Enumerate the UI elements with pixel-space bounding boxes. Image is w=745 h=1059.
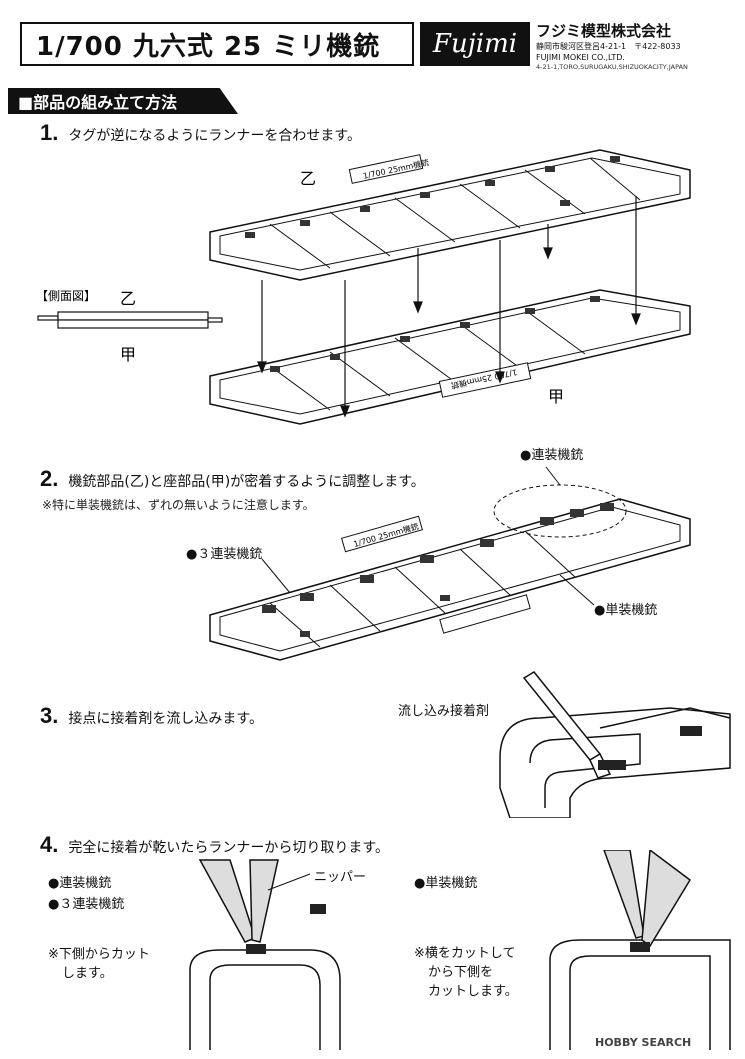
step-1-number: 1. <box>40 120 59 145</box>
step-1-illustration: 乙 1/700 25mm機銃 1/700 25mm機銃 甲 【側面図】 <box>36 149 691 425</box>
maker-address-en: 4-21-1,TORO,SURUGAKU,SHIZUOKACITY,JAPAN <box>536 63 688 71</box>
nipper-tool-right <box>603 850 691 948</box>
step-3-heading: 3. 接点に接着剤を流し込みます。 <box>40 703 263 729</box>
page-title: 1/700 九六式 25 ミリ機銃 <box>20 22 414 66</box>
step-3-number: 3. <box>40 703 59 728</box>
runner-kou <box>209 289 691 425</box>
step-4-right-note-3: カットします。 <box>428 984 518 999</box>
runner-kou-parts <box>270 296 600 372</box>
callout-twin-mount: ●連装機銃 <box>520 448 584 463</box>
label-kou: 甲 <box>548 387 564 406</box>
hobby-search-watermark: HOBBY SEARCH <box>595 1036 692 1049</box>
step-4-heading: 4. 完全に接着が乾いたらランナーから切り取ります。 <box>40 832 389 858</box>
maker-address: 静岡市駿河区登呂4-21-1 〒422-8033 <box>536 42 681 51</box>
maker-info: フジミ模型株式会社 静岡市駿河区登呂4-21-1 〒422-8033 FUJIM… <box>536 20 736 72</box>
side-view-title: 【側面図】 <box>36 289 96 303</box>
fujimi-logo: Fujimi <box>420 22 530 66</box>
side-view-otsu: 乙 <box>120 289 136 308</box>
section-heading: ■部品の組み立て方法 <box>8 88 238 114</box>
side-view-kou: 甲 <box>120 345 136 364</box>
cut-part <box>246 904 326 954</box>
glue-label: 流し込み接着剤 <box>398 704 490 719</box>
step-4-left-illustration <box>189 859 341 1050</box>
step-4-left-bullet-2: ●３連装機銃 <box>48 897 125 912</box>
step-2-heading: 2. 機銃部品(乙)と座部品(甲)が密着するように調整します。 <box>40 466 425 492</box>
assembled-runner <box>209 484 691 661</box>
maker-name-en: FUJIMI MOKEI CO.,LTD. <box>536 53 625 62</box>
callout-single-mount: ●単装機銃 <box>594 603 658 618</box>
gun-part <box>598 726 702 770</box>
alignment-arrows <box>257 196 641 418</box>
step-3-illustration <box>499 671 731 818</box>
step-4-left-note-1: ※下側からカット <box>48 947 150 962</box>
runner-otsu-parts <box>245 156 620 238</box>
step-4-number: 4. <box>40 832 59 857</box>
step-4-right-illustration <box>549 850 731 1050</box>
nipper-label: ニッパー <box>314 870 367 885</box>
title-text: 1/700 九六式 25 ミリ機銃 <box>36 31 381 62</box>
step-2-number: 2. <box>40 466 59 491</box>
runner-otsu <box>209 149 691 281</box>
callout-leaders <box>261 466 595 606</box>
step-4-right-bullet: ●単装機銃 <box>414 876 478 891</box>
step-3-text: 接点に接着剤を流し込みます。 <box>68 711 263 727</box>
assembled-parts <box>262 503 614 637</box>
step-2-note: ※特に単装機銃は、ずれの無いように注意します。 <box>42 498 315 512</box>
step-4-left-bullet-1: ●連装機銃 <box>48 876 112 891</box>
nipper-tool <box>198 859 279 943</box>
step-2-illustration: 1/700 25mm機銃 <box>209 466 691 661</box>
label-otsu: 乙 <box>300 169 316 188</box>
callout-triple-mount: ●３連装機銃 <box>186 547 263 562</box>
maker-name: フジミ模型株式会社 <box>536 22 672 40</box>
step-4-right-note-2: から下側を <box>428 965 494 980</box>
step-4-right-note-1: ※横をカットして <box>414 946 516 961</box>
runner-otsu-tag: 1/700 25mm機銃 <box>348 154 430 184</box>
step-2-text: 機銃部品(乙)と座部品(甲)が密着するように調整します。 <box>68 474 425 490</box>
single-gun-part <box>630 942 650 952</box>
step-1-heading: 1. タグが逆になるようにランナーを合わせます。 <box>40 120 361 146</box>
step-4-left-note-2: します。 <box>62 966 113 981</box>
side-view-diagram <box>37 311 223 329</box>
step-1-text: タグが逆になるようにランナーを合わせます。 <box>68 128 361 144</box>
step-4-text: 完全に接着が乾いたらランナーから切り取ります。 <box>68 840 389 856</box>
